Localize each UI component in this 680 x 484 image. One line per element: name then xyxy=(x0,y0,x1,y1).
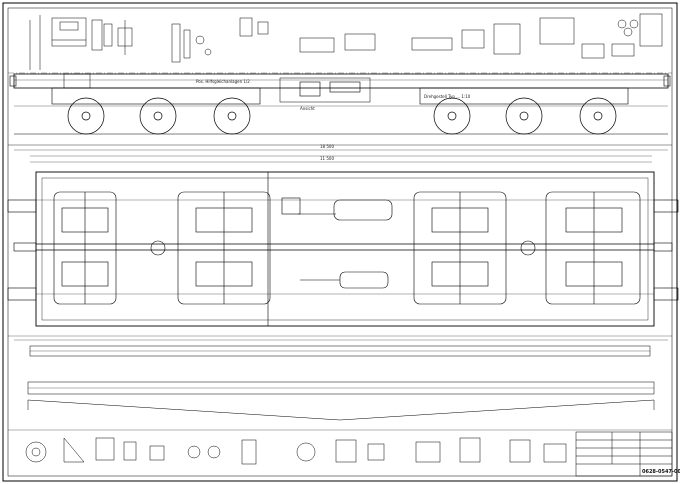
wheel-5 xyxy=(505,97,543,135)
side-label-left: Pos. Hilfsgleichanlagen 1/2 xyxy=(196,79,250,84)
drawing-number: 0628-0547-00 xyxy=(642,469,680,475)
dim-overall: 18 500 xyxy=(320,144,334,149)
side-label-mid: Ansicht xyxy=(300,106,315,111)
plan-bogies xyxy=(53,191,641,305)
plan-bogie-3 xyxy=(413,191,507,305)
side-label-right: Drehgestell Typ ... 1:10 xyxy=(424,94,471,99)
detail-views-top xyxy=(29,13,663,70)
dimension-lines: 18 500 11 500 xyxy=(14,144,668,341)
plan-view xyxy=(7,171,679,327)
side-elevation-view xyxy=(9,73,671,107)
longitudinal-section-2 xyxy=(27,381,655,421)
longitudinal-section-1 xyxy=(29,345,651,357)
wheel-3 xyxy=(213,97,251,135)
wheel-4 xyxy=(433,97,471,135)
plan-bogie-4 xyxy=(545,191,641,305)
detail-views-bottom xyxy=(25,437,567,465)
wheel-1 xyxy=(67,97,105,135)
dim-bogie: 11 500 xyxy=(320,156,334,161)
title-block: 0628-0547-00 xyxy=(575,431,680,477)
brake-equipment xyxy=(267,172,393,326)
wheel-2 xyxy=(139,97,177,135)
bogie-wheels xyxy=(14,97,668,135)
plan-bogie-2 xyxy=(177,191,271,305)
wheel-6 xyxy=(579,97,617,135)
plan-bogie-1 xyxy=(53,191,117,305)
side-view-labels: Pos. Hilfsgleichanlagen 1/2 Ansicht Dreh… xyxy=(196,79,471,111)
